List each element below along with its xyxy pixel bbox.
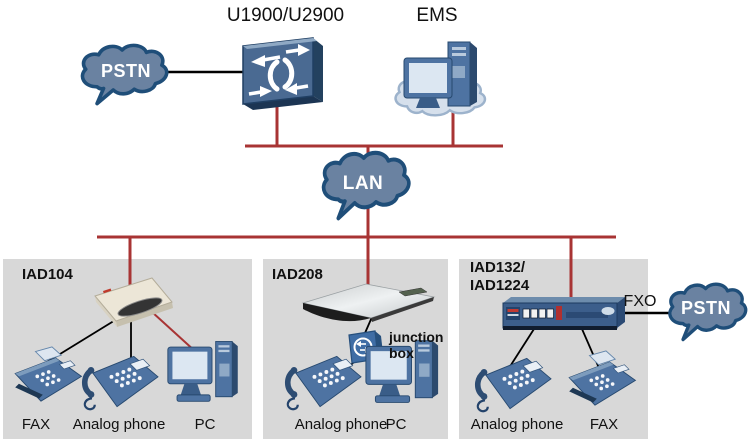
- iad132-device-icon: [502, 297, 625, 330]
- fax-machine-icon: [14, 346, 82, 402]
- lan-label: LAN: [342, 173, 384, 194]
- iad132-title-line1: IAD132/: [470, 259, 526, 276]
- fxo-label: FXO: [623, 293, 657, 310]
- iad132-title: IAD132/ IAD1224: [470, 259, 529, 295]
- ems-computer-on-cloud-icon: [394, 41, 487, 117]
- iad132-title-line2: IAD1224: [470, 277, 530, 294]
- black-links: [168, 70, 674, 315]
- lan-bus-lines: [97, 103, 616, 303]
- link-iad132-phone: [508, 328, 535, 369]
- junction-box-label: junction box: [389, 329, 443, 361]
- softswitch-title: U1900/U2900: [226, 5, 345, 26]
- ems-title: EMS: [416, 5, 458, 26]
- junction-box-label-line1: junction: [389, 329, 444, 345]
- junction-box-label-line2: box: [389, 345, 414, 361]
- analog-phone-icon: [478, 358, 551, 411]
- iad208-title: IAD208: [272, 266, 323, 283]
- iad132-fax-label: FAX: [589, 416, 619, 433]
- pstn-right-label: PSTN: [680, 298, 731, 318]
- desktop-pc-icon: [167, 341, 239, 402]
- iad132-phone-label: Analog phone: [470, 416, 564, 433]
- iad104-fax-label: FAX: [21, 416, 51, 433]
- softswitch-icon: [242, 37, 323, 110]
- iad104-phone-label: Analog phone: [72, 416, 166, 433]
- iad208-phone-label: Analog phone: [294, 416, 388, 433]
- iad104-pc-label: PC: [194, 416, 216, 433]
- iad104-device-icon: [94, 277, 173, 327]
- iad208-device-icon: [301, 283, 436, 322]
- pstn-left-label: PSTN: [100, 61, 151, 81]
- analog-phone-icon: [85, 356, 158, 409]
- analog-phone-icon: [288, 356, 361, 409]
- iad208-pc-label: PC: [385, 416, 407, 433]
- link-iad208-junction: [364, 316, 373, 334]
- iad104-title: IAD104: [22, 266, 73, 283]
- iad132-panel: [459, 259, 648, 439]
- fax-machine-icon: [568, 350, 636, 406]
